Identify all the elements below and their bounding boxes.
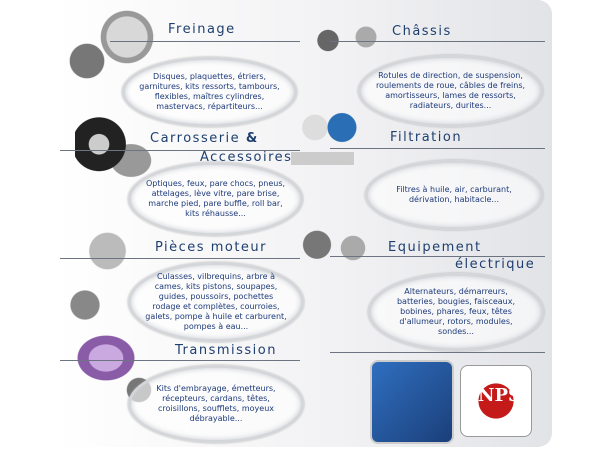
description-oval-freinage: Disques, plaquettes, étriers, garnitures… (122, 57, 297, 127)
section-title-transmission: Transmission (175, 343, 277, 358)
filters-image (288, 108, 378, 173)
section-title-freinage: Freinage (168, 22, 236, 37)
section-title-filtration: Filtration (390, 130, 463, 145)
section-title-carrosserie: Carrosserie & (150, 131, 259, 146)
description-oval-pieces-moteur: Culasses, vilbrequins, arbre à cames, ki… (128, 262, 304, 342)
product-boxes-image (370, 360, 454, 444)
description-oval-equipement: Alternateurs, démarreurs, batteries, bou… (368, 273, 544, 351)
divider (330, 148, 545, 149)
tires-image (75, 115, 155, 180)
nps-logo (460, 365, 532, 437)
engine-parts-image (55, 215, 130, 335)
nps-logo-text: NPS (478, 385, 521, 406)
divider (330, 352, 545, 353)
description-oval-carrosserie: Optiques, feux, pare chocs, pneus, attel… (128, 162, 303, 236)
title-part: Carrosserie (150, 131, 241, 146)
divider (60, 258, 300, 259)
divider (60, 360, 300, 361)
section-title-pieces-moteur: Pièces moteur (155, 240, 268, 255)
ampersand: & (245, 131, 259, 146)
chassis-image (290, 2, 385, 72)
section-title-electrique: électrique (455, 257, 536, 272)
divider (110, 41, 300, 42)
electrical-image (290, 222, 380, 287)
divider (330, 41, 545, 42)
divider (330, 256, 545, 257)
section-title-chassis: Châssis (392, 24, 452, 39)
section-title-equipement: Equipement (388, 240, 482, 255)
description-oval-transmission: Kits d'embrayage, émetteurs, récepteurs,… (128, 365, 304, 443)
description-oval-chassis: Rotules de direction, de suspension, rou… (358, 55, 543, 127)
divider (60, 150, 300, 151)
description-oval-filtration: Filtres à huile, air, carburant, dérivat… (365, 160, 543, 230)
